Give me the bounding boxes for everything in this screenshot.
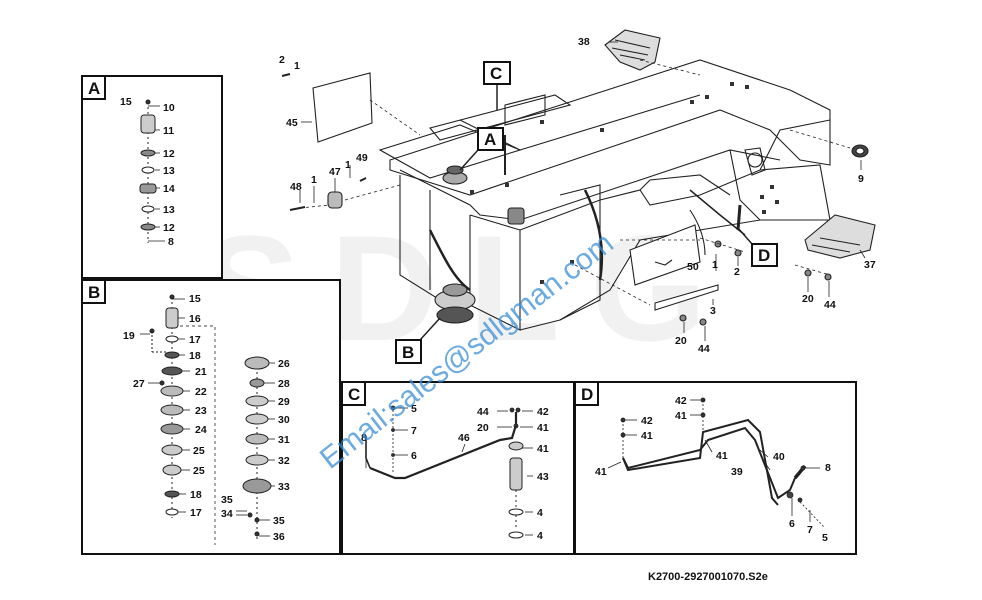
panel-d-label-7: 7	[807, 524, 813, 536]
panel-d-letter: D	[581, 385, 593, 404]
main-leader-lines	[299, 41, 866, 341]
panel-d-label-40: 40	[773, 451, 785, 463]
panel-c-label-6: 6	[411, 450, 417, 462]
panel-b-label-29: 29	[278, 396, 290, 408]
callout-a-label: A	[484, 130, 496, 149]
panel-b-label-34: 34	[221, 508, 233, 520]
callout-d-label: D	[758, 246, 770, 265]
main-part-numbers: 38 2 1 45 9 48 1 47 1 49 50 1 2 3 20 44 …	[279, 36, 876, 355]
panel-b-label-35: 35	[221, 494, 233, 506]
panel-c-label-4: 4	[537, 530, 543, 542]
panel-b-label-17: 17	[190, 507, 202, 519]
panel-b-label-15: 15	[189, 293, 201, 305]
panel-c-label-41: 41	[537, 422, 549, 434]
panel-b-label-31: 31	[278, 434, 290, 446]
part-label-20: 20	[675, 335, 687, 347]
part-label-3: 3	[710, 305, 716, 317]
panel-d-label-42: 42	[641, 415, 653, 427]
panel-a-label-8: 8	[168, 236, 174, 248]
panel-d-label-41: 41	[675, 410, 687, 422]
part-label-38: 38	[578, 36, 590, 48]
panel-d-label-6: 6	[789, 518, 795, 530]
part-label-9: 9	[858, 173, 864, 185]
panel-b-label-24: 24	[195, 424, 207, 436]
panel-d-label-5: 5	[822, 532, 828, 544]
detail-panel-c: C	[341, 381, 575, 555]
callout-c[interactable]: C	[483, 61, 511, 110]
panel-c-label-44: 44	[477, 406, 489, 418]
main-frame-illustration	[281, 29, 876, 331]
panel-a-label-10: 10	[163, 102, 175, 114]
panel-d-label-41: 41	[716, 450, 728, 462]
document-code: K2700-2927001070.S2e	[648, 571, 768, 583]
panel-b-label-22: 22	[195, 386, 207, 398]
panel-b-label-19: 19	[123, 330, 135, 342]
panel-b-label-36: 36	[273, 531, 285, 543]
panel-c-letter: C	[348, 385, 360, 404]
panel-b-label-23: 23	[195, 405, 207, 417]
callout-d[interactable]: D	[737, 227, 778, 267]
part-label-44: 44	[698, 343, 710, 355]
panel-c-label-20: 20	[477, 422, 489, 434]
panel-b-label-35: 35	[273, 515, 285, 527]
panel-b-letter: B	[88, 283, 100, 302]
panel-d-label-8: 8	[825, 462, 831, 474]
panel-b-label-30: 30	[278, 414, 290, 426]
part-label-2: 2	[734, 266, 740, 278]
panel-d-label-41: 41	[595, 466, 607, 478]
panel-b-label-27: 27	[133, 378, 145, 390]
panel-b-label-25: 25	[193, 445, 205, 457]
panel-a-label-14: 14	[163, 183, 175, 195]
panel-a-label-13: 13	[163, 165, 175, 177]
panel-c-label-8: 8	[361, 432, 367, 444]
panel-a-label-11: 11	[163, 125, 174, 137]
panel-c-label-5: 5	[411, 403, 417, 415]
part-label-37: 37	[864, 259, 876, 271]
panel-b-label-16: 16	[189, 313, 201, 325]
panel-b-label-21: 21	[195, 366, 207, 378]
panel-d-label-39: 39	[731, 466, 743, 478]
panel-c-label-43: 43	[537, 471, 549, 483]
panel-a-label-12: 12	[163, 148, 175, 160]
panel-b-label-28: 28	[278, 378, 290, 390]
callout-a[interactable]: A	[459, 127, 504, 171]
callout-b-label: B	[402, 343, 414, 362]
part-label-49: 49	[356, 152, 368, 164]
panel-b-label-33: 33	[278, 481, 290, 493]
part-label-2: 2	[279, 54, 285, 66]
panel-c-label-7: 7	[411, 425, 417, 437]
detail-panel-d: D 42 41 42	[574, 381, 857, 555]
panel-b-label-32: 32	[278, 455, 290, 467]
part-label-47: 47	[329, 166, 341, 178]
detail-panel-a: A 15 10 11 12 13 14 13 12 8	[81, 75, 223, 279]
part-label-1: 1	[311, 174, 317, 186]
panel-b-label-17: 17	[189, 334, 201, 346]
part-label-48: 48	[290, 181, 302, 193]
panel-b-label-18: 18	[189, 350, 201, 362]
panel-a-label-12: 12	[163, 222, 175, 234]
part-label-1: 1	[294, 60, 300, 72]
part-label-50: 50	[687, 261, 699, 273]
panel-b-label-26: 26	[278, 358, 290, 370]
panel-c-label-41: 41	[537, 443, 549, 455]
part-label-44: 44	[824, 299, 836, 311]
callout-c-label: C	[490, 64, 502, 83]
panel-c-label-4: 4	[537, 507, 543, 519]
part-label-20: 20	[802, 293, 814, 305]
panel-c-label-46: 46	[458, 432, 470, 444]
panel-d-label-41: 41	[641, 430, 653, 442]
panel-c-label-42: 42	[537, 406, 549, 418]
callout-b[interactable]: B	[395, 317, 441, 364]
panel-a-label-15: 15	[120, 96, 132, 108]
panel-d-label-42: 42	[675, 395, 687, 407]
panel-b-label-18: 18	[190, 489, 202, 501]
detail-panel-b: B	[81, 279, 341, 555]
panel-a-label-13: 13	[163, 204, 175, 216]
part-label-45: 45	[286, 117, 298, 129]
part-label-1: 1	[345, 159, 351, 171]
part-label-1: 1	[712, 259, 718, 271]
panel-a-letter: A	[88, 79, 100, 98]
panel-b-label-25: 25	[193, 465, 205, 477]
